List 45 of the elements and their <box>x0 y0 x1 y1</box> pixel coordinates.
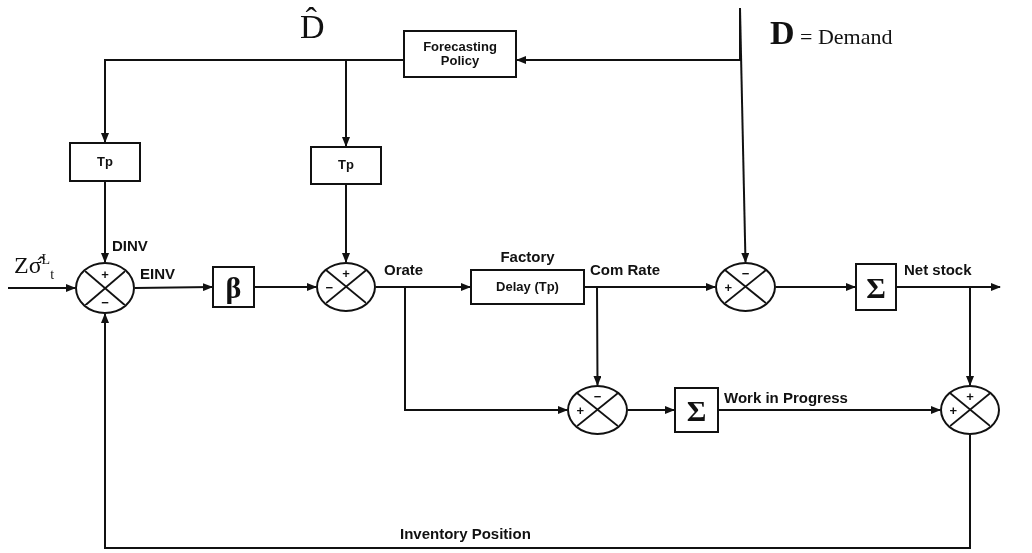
sign-symbol: + <box>342 266 350 280</box>
arrow <box>627 406 675 414</box>
sign-symbol: − <box>325 280 333 294</box>
block-heading: Factory <box>500 248 555 265</box>
signal-label: D̂ <box>300 8 325 46</box>
sign-symbol: + <box>101 267 109 281</box>
block-label: Σ <box>866 270 886 304</box>
arrow <box>101 181 109 263</box>
arrow <box>134 283 213 292</box>
summing-junction <box>940 385 1000 435</box>
arrow <box>775 283 856 291</box>
block-box <box>855 263 897 311</box>
signal-label: D = Demand <box>770 14 893 52</box>
arrow <box>101 313 971 549</box>
block-label: Tp <box>97 154 113 170</box>
edge-label: Work in Progress <box>724 390 848 407</box>
sign-symbol: + <box>576 403 585 417</box>
block-box <box>674 387 719 433</box>
block-label: Σ <box>686 393 707 427</box>
arrow <box>739 7 750 263</box>
sign-symbol: − <box>593 389 602 403</box>
sign-symbol: − <box>101 295 109 309</box>
block-box <box>310 146 382 185</box>
sign-symbol: − <box>741 266 750 280</box>
summing-junction <box>75 262 135 314</box>
arrow <box>342 59 404 147</box>
block-label: Tp <box>338 158 354 173</box>
block-label: Delay (Tp) <box>496 279 559 295</box>
arrow <box>342 184 350 263</box>
block-box <box>212 266 255 308</box>
arrow <box>254 283 317 291</box>
summing-junction <box>316 262 376 312</box>
arrow <box>584 286 602 386</box>
sign-symbol: + <box>949 403 957 417</box>
sign-symbol: + <box>966 389 974 403</box>
block-label: Forecasting Policy <box>422 39 498 69</box>
arrow <box>718 406 941 414</box>
block-box <box>69 142 141 182</box>
block-box <box>403 30 517 78</box>
arrow <box>7 284 76 292</box>
arrow <box>375 286 568 414</box>
edge-label: Inventory Position <box>400 526 531 543</box>
sign-symbol: + <box>724 280 733 294</box>
arrow <box>896 286 974 386</box>
block-label: β <box>225 270 242 304</box>
